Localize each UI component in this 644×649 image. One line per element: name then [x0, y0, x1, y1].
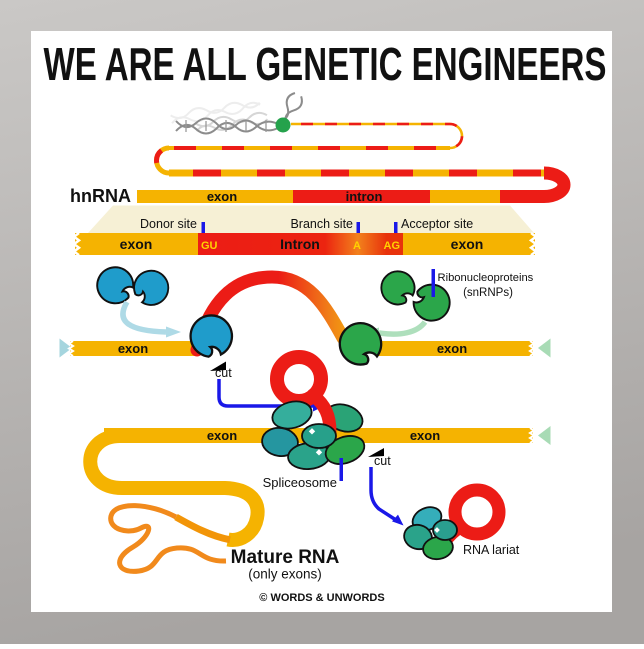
poster-title: WE ARE ALL GENETIC ENGINEERS [44, 38, 607, 90]
rna-lariat-label: RNA lariat [463, 543, 520, 557]
mature-rna-squiggle [108, 503, 227, 574]
cut-flag-1 [210, 361, 226, 371]
spliceosome-tick [339, 458, 343, 481]
intron-arch [190, 270, 350, 357]
continues-triangle-right2 [538, 426, 551, 445]
assembly-arrow-right [378, 320, 428, 337]
zoom-exon-right-label: exon [451, 236, 484, 252]
rna-lariat-loop [448, 483, 506, 541]
stage2-exon-right-bar [376, 341, 533, 356]
stage3-exon-right-label: exon [410, 428, 440, 443]
mature-rna-label: Mature RNA [231, 547, 340, 568]
zoomed-bar: Donor site Branch site Acceptor site exo… [71, 217, 539, 257]
cut-arrow-2 [369, 467, 397, 522]
cut-arrow-1 [217, 379, 313, 408]
dna-ghost-arm [170, 101, 261, 124]
snrnp-label-line1: Ribonucleoproteins [438, 272, 534, 284]
zoom-intron-label: Intron [280, 236, 320, 252]
snrnp-label-line2: (snRNPs) [463, 287, 513, 299]
cut-label-2: cut [374, 454, 391, 468]
branch-a-label: A [353, 240, 361, 252]
acceptor-site-label: Acceptor site [401, 217, 473, 231]
mature-rna-snake [83, 429, 265, 547]
branch-site-label: Branch site [290, 217, 353, 231]
hnrna-label: hnRNA [70, 186, 131, 206]
snrnp-tick [431, 269, 435, 297]
stage3-exon-left-label: exon [207, 428, 237, 443]
poster [31, 31, 612, 612]
cut-flag-2 [368, 448, 384, 457]
stage3: exon exon cut Spliceosome [83, 350, 551, 574]
continues-triangle-left [59, 338, 72, 358]
hnrna-intron-label: intron [346, 189, 383, 204]
ag-label: AG [384, 240, 401, 252]
spliceosome2 [261, 423, 366, 470]
donor-site-label: Donor site [140, 217, 197, 231]
stage2-exon-left-label: exon [118, 341, 148, 356]
continues-triangle-right [538, 338, 551, 358]
hnrna-strand [154, 122, 571, 203]
assembly-arrow-left [120, 300, 167, 335]
dna-main-arm [175, 117, 279, 135]
rna-polymerase-dot [275, 117, 291, 133]
lariat-snrnps [403, 506, 458, 561]
zoom-exon-left-label: exon [120, 236, 153, 252]
stage2-exon-left-bar [70, 341, 197, 356]
spliceosome-label: Spliceosome [263, 475, 337, 490]
released-lariat: RNA lariat [403, 483, 520, 561]
zoom-beam [88, 205, 534, 233]
cut-label-1: cut [215, 366, 232, 380]
dna-helix [170, 92, 303, 135]
hnrna-bar: hnRNA exon intron [70, 186, 540, 206]
branch-site-tick [356, 222, 360, 233]
only-exons-label: (only exons) [248, 567, 322, 582]
donor-site-tick [201, 222, 205, 233]
stage2-exon-right-label: exon [437, 341, 467, 356]
hnrna-exon-label: exon [207, 189, 237, 204]
gu-label: GU [201, 240, 218, 252]
copyright: © WORDS & UNWORDS [259, 592, 384, 604]
acceptor-site-tick [394, 222, 398, 233]
